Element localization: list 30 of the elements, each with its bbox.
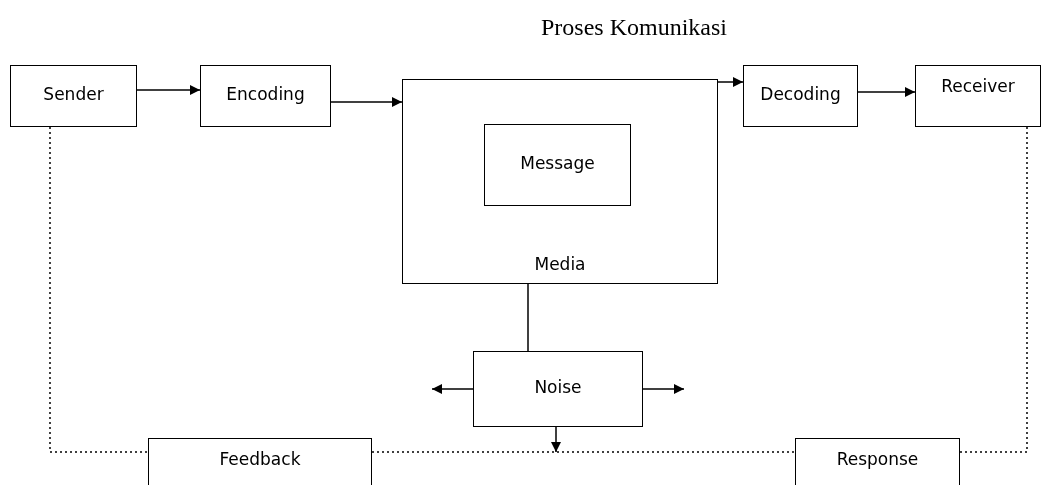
process-box (473, 351, 643, 427)
diagram-title: Proses Komunikasi (540, 14, 728, 41)
arrow (431, 384, 474, 394)
arrow (642, 384, 685, 394)
arrow (551, 426, 561, 453)
node-label: Decoding (759, 83, 842, 104)
arrow (330, 97, 403, 107)
process-box (148, 438, 372, 485)
node-label: Media (533, 254, 587, 274)
process-box (10, 65, 137, 127)
process-box (402, 79, 718, 284)
dotted-connector (959, 126, 1028, 453)
node-label: Encoding (225, 83, 306, 104)
process-box (915, 65, 1041, 127)
connector-line (527, 283, 529, 352)
process-box (200, 65, 331, 127)
dotted-connector (49, 126, 149, 453)
inner-box (484, 124, 631, 206)
arrow (717, 77, 744, 87)
dotted-connector (371, 451, 796, 453)
node-label: Response (835, 449, 920, 469)
node-label: Noise (533, 376, 583, 397)
arrow (136, 85, 201, 95)
node-label: Message (519, 152, 596, 173)
node-label: Sender (42, 83, 105, 104)
process-box (743, 65, 858, 127)
arrow (857, 87, 916, 97)
node-label: Feedback (218, 449, 302, 469)
process-box (795, 438, 960, 485)
node-label: Receiver (940, 76, 1016, 96)
